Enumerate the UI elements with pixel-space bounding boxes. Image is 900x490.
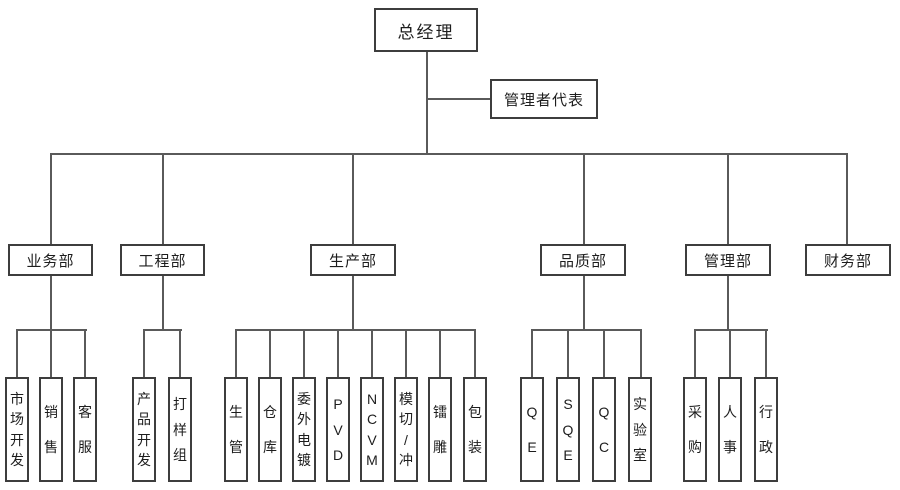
node-label: 仓库 xyxy=(263,404,277,455)
node-label: 委外电镀 xyxy=(297,390,311,469)
node-unit-administration: 行政 xyxy=(754,377,778,482)
node-unit-customer-service: 客服 xyxy=(73,377,97,482)
node-dept-production: 生产部 xyxy=(310,244,396,276)
node-label: 客服 xyxy=(78,404,92,455)
connector-child-drop xyxy=(439,329,441,377)
node-unit-packaging: 包装 xyxy=(463,377,487,482)
node-label: 品质部 xyxy=(558,252,607,270)
node-management-representative: 管理者代表 xyxy=(490,79,598,119)
connector-child-drop xyxy=(567,329,569,377)
connector-child-drop xyxy=(303,329,305,377)
node-unit-outsourced-plating: 委外电镀 xyxy=(292,377,316,482)
node-label: 生管 xyxy=(229,404,243,455)
connector-dept-drop xyxy=(50,153,52,244)
connector-dept-drop xyxy=(352,153,354,244)
node-label: 包装 xyxy=(468,404,482,455)
connector-staff-horizontal xyxy=(427,98,490,100)
node-label: 总经理 xyxy=(397,22,455,42)
connector-child-drop xyxy=(337,329,339,377)
connector-child-drop xyxy=(531,329,533,377)
node-label: 产品开发 xyxy=(137,390,151,469)
connector-child-drop xyxy=(729,329,731,377)
connector-dept-drop xyxy=(162,153,164,244)
connector-child-drop xyxy=(84,329,86,377)
node-dept-quality: 品质部 xyxy=(540,244,626,276)
node-unit-market-development: 市场开发 xyxy=(5,377,29,482)
connector-dept-stem xyxy=(50,276,52,330)
node-label: 人事 xyxy=(723,404,737,455)
connector-child-drop xyxy=(50,329,52,377)
node-label: 行政 xyxy=(759,404,773,455)
node-unit-laser-engraving: 镭雕 xyxy=(428,377,452,482)
connector-child-drop xyxy=(235,329,237,377)
connector-child-drop xyxy=(269,329,271,377)
connector-child-drop xyxy=(694,329,696,377)
connector-child-drop xyxy=(474,329,476,377)
node-label: 销售 xyxy=(44,404,58,455)
node-dept-business: 业务部 xyxy=(8,244,93,276)
node-label: 生产部 xyxy=(328,252,377,270)
connector-child-drop xyxy=(179,329,181,377)
connector-dept-stem xyxy=(583,276,585,330)
connector-dept-stem xyxy=(162,276,164,330)
node-label: 业务部 xyxy=(26,252,75,270)
connector-dept-stem xyxy=(352,276,354,330)
node-label: 工程部 xyxy=(138,252,187,270)
node-unit-hr: 人事 xyxy=(718,377,742,482)
connector-child-drop xyxy=(640,329,642,377)
node-unit-product-development: 产品开发 xyxy=(132,377,156,482)
node-unit-warehouse: 仓库 xyxy=(258,377,282,482)
connector-dept-drop xyxy=(846,153,848,244)
connector-child-drop xyxy=(603,329,605,377)
connector-child-drop xyxy=(16,329,18,377)
connector-child-drop xyxy=(143,329,145,377)
node-general-manager: 总经理 xyxy=(374,8,478,52)
node-dept-engineering: 工程部 xyxy=(120,244,205,276)
node-unit-sales: 销售 xyxy=(39,377,63,482)
node-label: 财务部 xyxy=(823,252,872,270)
node-label: 管理者代表 xyxy=(503,91,584,109)
connector-trunk xyxy=(50,153,848,155)
node-unit-production-control: 生管 xyxy=(224,377,248,482)
node-dept-finance: 财务部 xyxy=(805,244,891,276)
node-label: 模切/冲 xyxy=(399,390,413,469)
connector-bus xyxy=(236,329,476,331)
connector-root-vertical xyxy=(426,52,428,154)
connector-child-drop xyxy=(405,329,407,377)
node-label: 管理部 xyxy=(703,252,752,270)
connector-bus xyxy=(695,329,768,331)
connector-bus xyxy=(144,329,182,331)
connector-child-drop xyxy=(765,329,767,377)
node-label: 实验室 xyxy=(633,395,647,464)
node-unit-die-cutting: 模切/冲 xyxy=(394,377,418,482)
connector-child-drop xyxy=(371,329,373,377)
connector-bus xyxy=(532,329,642,331)
node-label: 市场开发 xyxy=(10,390,24,469)
node-unit-laboratory: 实验室 xyxy=(628,377,652,482)
node-label: 采购 xyxy=(688,404,702,455)
connector-bus xyxy=(17,329,87,331)
node-unit-sample-group: 打样组 xyxy=(168,377,192,482)
node-label: 打样组 xyxy=(173,395,187,464)
connector-dept-drop xyxy=(583,153,585,244)
node-unit-procurement: 采购 xyxy=(683,377,707,482)
node-dept-management: 管理部 xyxy=(685,244,771,276)
node-label: 镭雕 xyxy=(433,404,447,455)
connector-dept-stem xyxy=(727,276,729,330)
connector-dept-drop xyxy=(727,153,729,244)
